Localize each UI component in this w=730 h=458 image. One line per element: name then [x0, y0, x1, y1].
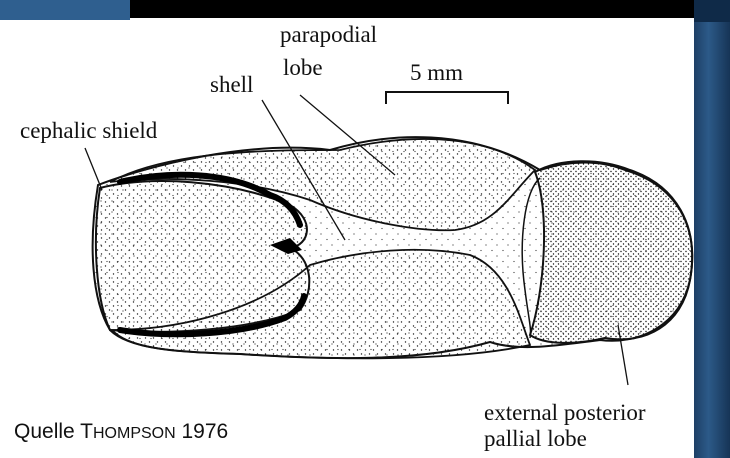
cephalic-shield: [96, 181, 309, 332]
posterior-pallial-lobe: [530, 161, 692, 343]
source-credit: Quelle THOMPSON 1976: [14, 420, 228, 446]
label-external-posterior: external posterior: [484, 400, 646, 425]
label-pallial-lobe: pallial lobe: [484, 426, 587, 451]
credit-prefix: Quelle T: [14, 420, 93, 443]
cephalic-leader-line: [85, 148, 102, 190]
scale-bar: [386, 92, 508, 104]
label-scale: 5 mm: [410, 60, 463, 85]
sea-slug-illustration: [0, 0, 694, 458]
label-cephalic-shield: cephalic shield: [20, 118, 157, 143]
credit-author-smallcaps: HOMPSON: [93, 425, 176, 442]
label-parapodial: parapodial: [280, 22, 377, 47]
label-shell: shell: [210, 72, 253, 97]
slide-frame-corner: [694, 0, 730, 22]
label-lobe: lobe: [283, 55, 323, 80]
credit-year: 1976: [176, 420, 229, 443]
slide-frame-right: [694, 0, 730, 458]
